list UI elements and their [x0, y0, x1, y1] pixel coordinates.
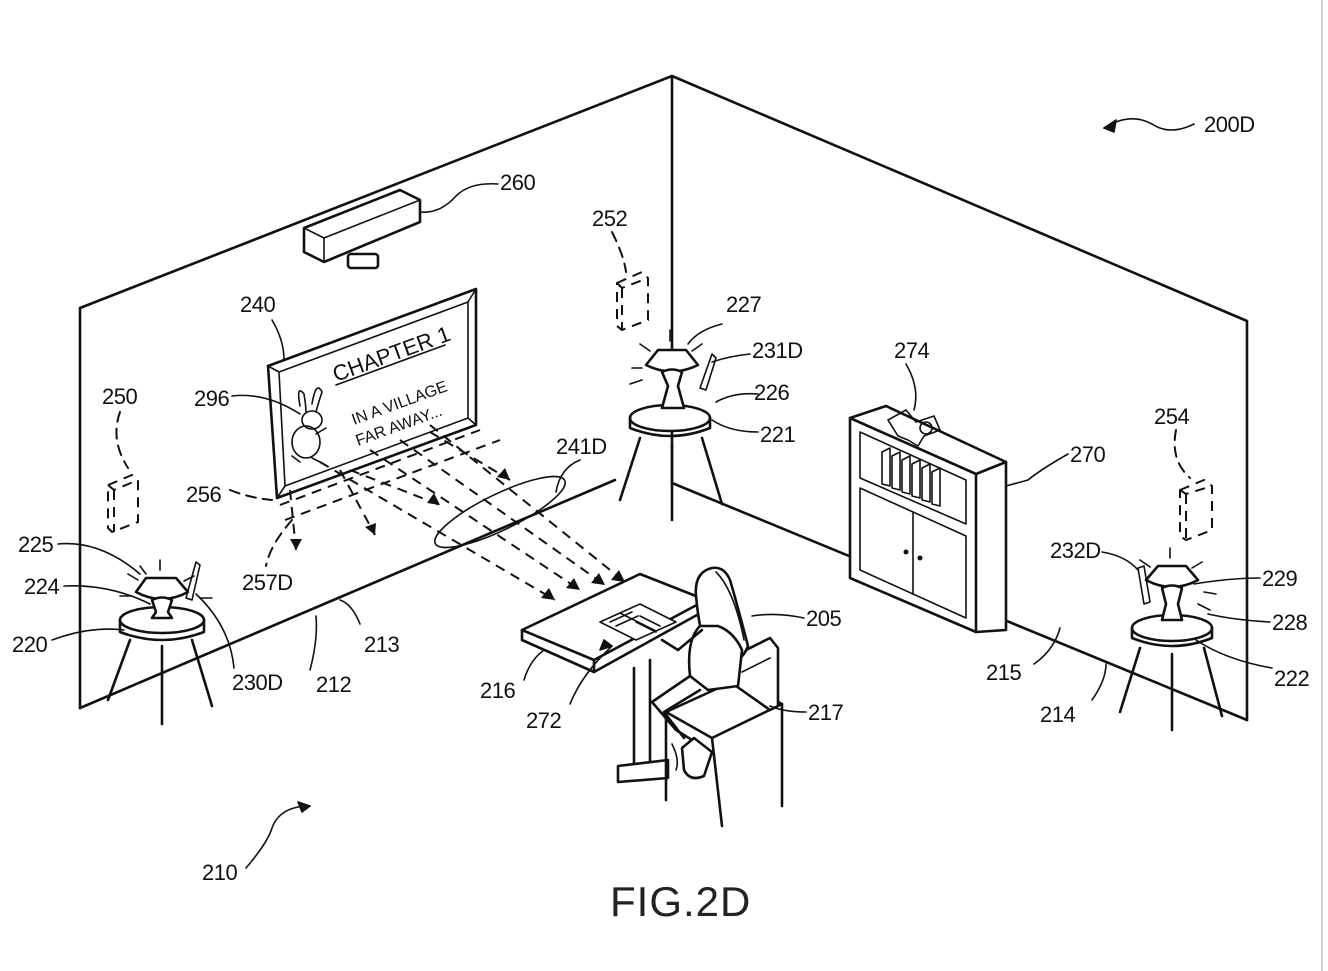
label-241D: 241D — [556, 434, 607, 459]
figure-caption: FIG.2D — [610, 878, 751, 925]
label-274: 274 — [894, 338, 929, 363]
display-screen: CHAPTER 1 IN A VILLAGE FAR AWAY... — [268, 289, 476, 498]
bookshelf — [850, 406, 1006, 632]
label-210: 210 — [202, 860, 237, 885]
label-228: 228 — [1272, 610, 1307, 635]
label-257D: 257D — [242, 570, 293, 595]
label-272: 272 — [526, 708, 561, 733]
label-230D: 230D — [232, 670, 283, 695]
label-231D: 231D — [752, 338, 803, 363]
label-200D: 200D — [1204, 112, 1255, 137]
label-213: 213 — [364, 632, 399, 657]
desk-with-book — [522, 574, 706, 782]
label-212: 212 — [316, 672, 351, 697]
left-table-lamp — [108, 560, 212, 724]
label-254: 254 — [1154, 404, 1189, 429]
label-252: 252 — [592, 206, 627, 231]
label-296: 296 — [194, 386, 229, 411]
label-225: 225 — [18, 532, 53, 557]
label-216: 216 — [480, 678, 515, 703]
label-270: 270 — [1070, 442, 1105, 467]
label-256: 256 — [186, 482, 221, 507]
label-227: 227 — [726, 292, 761, 317]
label-240: 240 — [240, 292, 275, 317]
label-220: 220 — [12, 632, 47, 657]
label-226: 226 — [754, 380, 789, 405]
label-221: 221 — [760, 422, 795, 447]
leader-lines — [52, 119, 1272, 868]
label-224: 224 — [24, 574, 59, 599]
middle-table-lamp — [620, 330, 722, 520]
label-250: 250 — [102, 384, 137, 409]
projector — [304, 190, 420, 268]
label-217: 217 — [808, 700, 843, 725]
label-215: 215 — [986, 660, 1021, 685]
label-229: 229 — [1262, 566, 1297, 591]
label-222: 222 — [1274, 666, 1309, 691]
label-232D: 232D — [1050, 538, 1101, 563]
label-260: 260 — [500, 170, 535, 195]
label-214: 214 — [1040, 702, 1075, 727]
label-205: 205 — [806, 606, 841, 631]
